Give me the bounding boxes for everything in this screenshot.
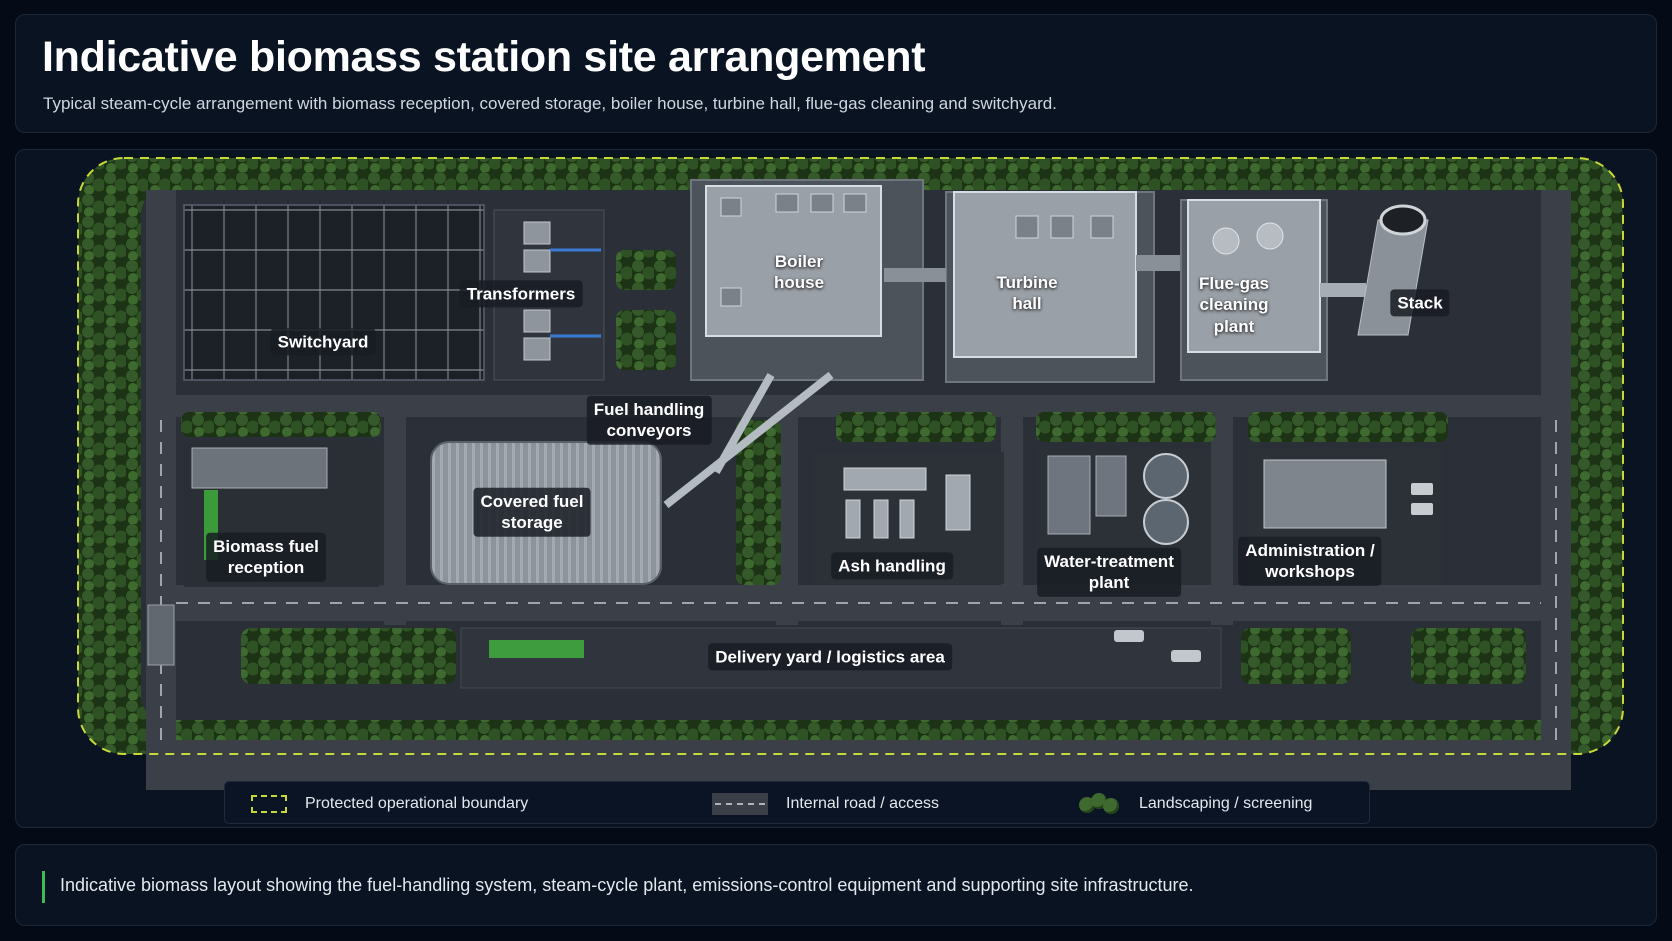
gatehouse: [147, 604, 175, 666]
legend-item-road: Internal road / access: [712, 782, 939, 825]
flue-gas-roof: [1187, 199, 1321, 353]
label-delivery-yard: Delivery yard / logistics area: [708, 643, 952, 671]
trees-icon: [1079, 792, 1121, 815]
administration-building: [1263, 459, 1387, 529]
filter-beds: [1047, 455, 1127, 535]
label-flue-gas-plant: Flue-gas cleaning plant: [1199, 274, 1269, 336]
footer-panel: Indicative biomass layout showing the fu…: [15, 844, 1657, 926]
label-turbine-hall: Turbine hall: [996, 272, 1058, 313]
label-administration: Administration / workshops: [1238, 536, 1382, 586]
label-switchyard: Switchyard: [270, 328, 376, 356]
delivery-truck: [489, 640, 584, 658]
boiler-turbine-bridge: [884, 268, 946, 282]
fuel-conveyors: [663, 371, 834, 509]
label-boiler-house: Boiler house: [773, 251, 825, 292]
legend-label-landscaping: Landscaping / screening: [1139, 794, 1313, 812]
screening-hedges: [181, 250, 1526, 684]
footer-caption: Indicative biomass layout showing the fu…: [60, 875, 1194, 895]
label-covered-storage: Covered fuel storage: [473, 487, 591, 537]
transformer-units: [523, 221, 551, 361]
legend-item-boundary: Protected operational boundary: [251, 782, 528, 825]
label-transformers: Transformers: [459, 280, 583, 308]
reception-shed: [191, 447, 328, 489]
flue-duct: [1320, 283, 1366, 297]
clarifiers: [1143, 453, 1189, 545]
legend-label-boundary: Protected operational boundary: [305, 794, 529, 812]
site-map-panel: Switchyard Transformers Boiler house Tur…: [15, 149, 1657, 828]
road-markings: [160, 420, 1557, 740]
label-water-treatment: Water-treatment plant: [1037, 547, 1181, 597]
label-biomass-reception: Biomass fuel reception: [206, 532, 326, 582]
legend-item-landscaping: Landscaping / screening: [1079, 782, 1312, 825]
road-icon: [712, 792, 768, 815]
footer-accent-bar: [42, 871, 45, 903]
page-subtitle: Typical steam-cycle arrangement with bio…: [43, 94, 1057, 113]
turbine-link-bridge: [1136, 255, 1191, 271]
site-map: [77, 157, 1624, 790]
boiler-roof-units: [720, 193, 867, 307]
ash-silos: [843, 467, 971, 539]
label-fuel-handling: Fuel handling conveyors: [586, 395, 712, 445]
turbine-roof-units: [1015, 215, 1114, 239]
dashed-boundary-icon: [251, 794, 287, 813]
label-ash-handling: Ash handling: [831, 552, 953, 580]
legend-label-road: Internal road / access: [786, 794, 939, 812]
delivery-cars: [1114, 630, 1201, 662]
parking-cars: [1411, 483, 1433, 515]
legend: Protected operational boundary Internal …: [224, 781, 1370, 824]
flue-gas-vessels: [1212, 222, 1284, 255]
protected-boundary: [77, 157, 1624, 755]
header-panel: Indicative biomass station site arrangem…: [15, 14, 1657, 133]
label-stack: Stack: [1390, 289, 1450, 317]
page-title: Indicative biomass station site arrangem…: [42, 33, 926, 81]
transformer-links: [550, 248, 601, 338]
